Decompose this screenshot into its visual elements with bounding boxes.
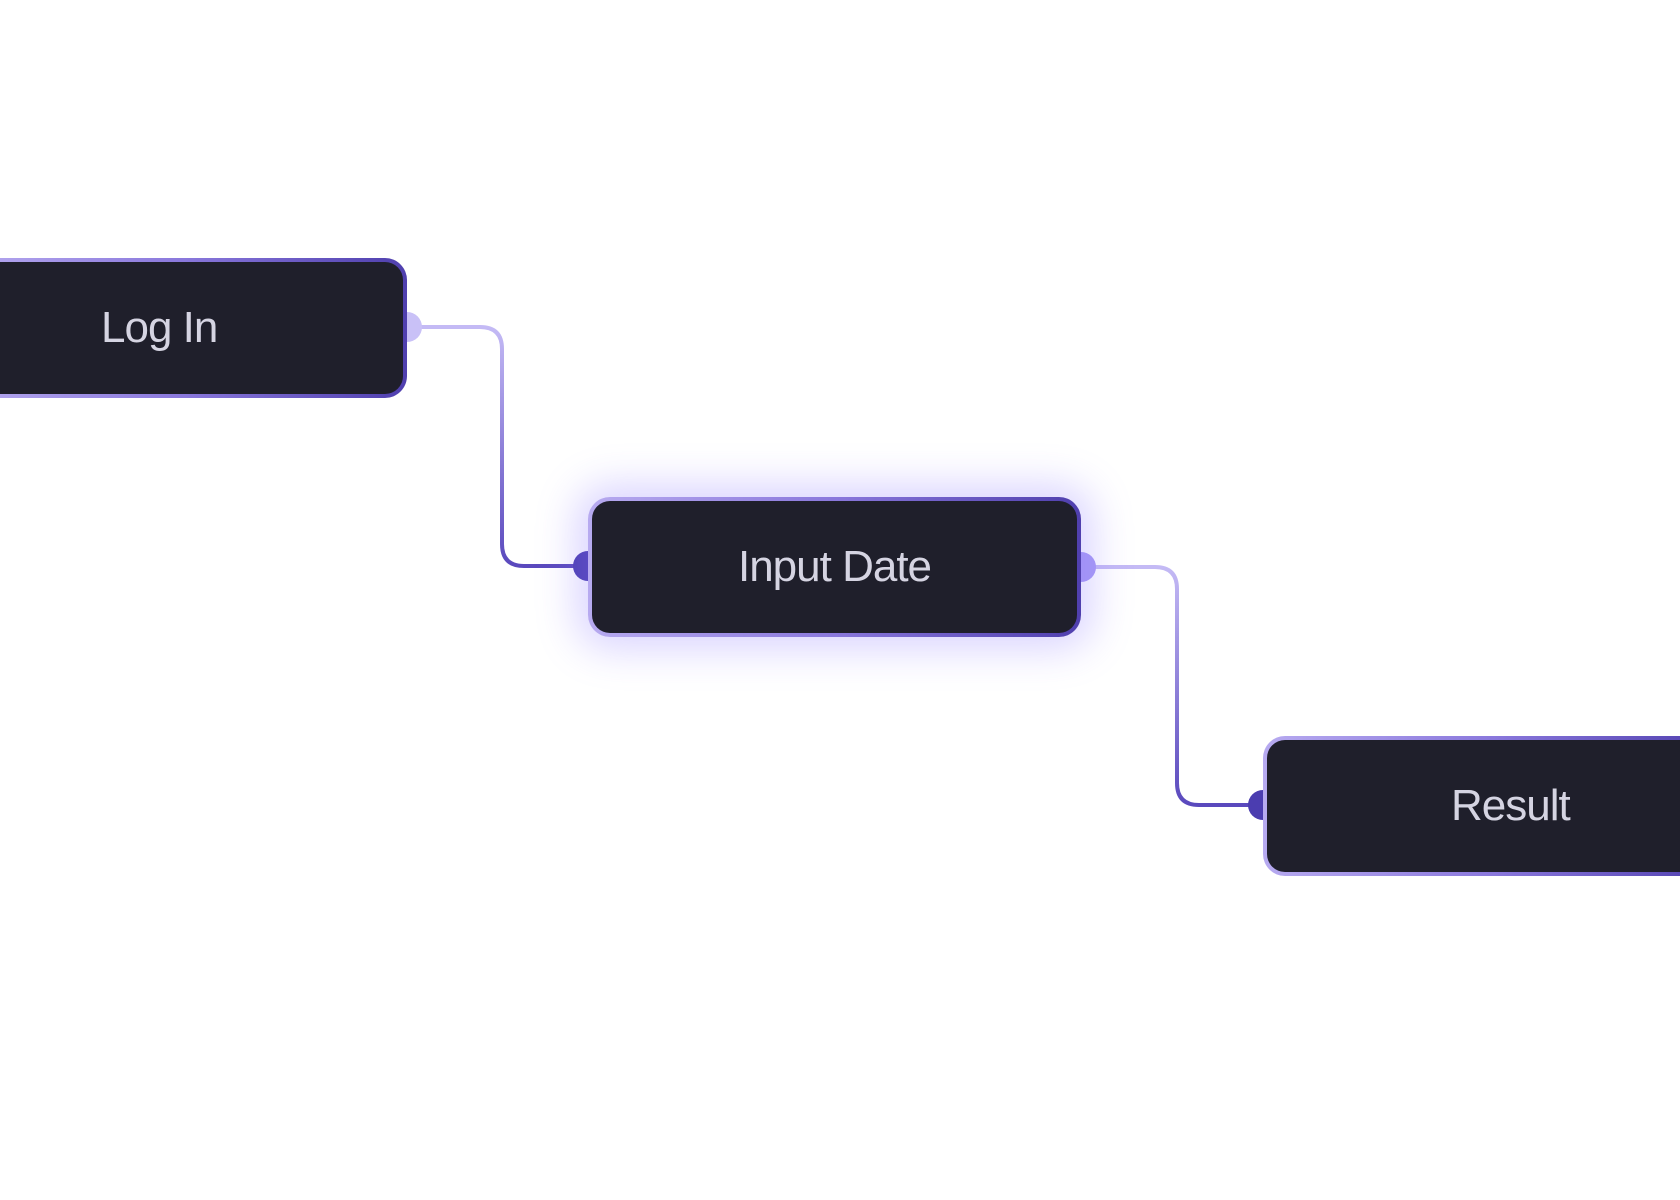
edge-input-to-result[interactable] (1090, 565, 1254, 807)
node-result-body: Result (1267, 740, 1680, 872)
node-input-date[interactable]: Input Date (588, 497, 1081, 637)
port-input-in[interactable] (573, 551, 588, 581)
port-result-in[interactable] (1248, 790, 1263, 820)
node-input-date-body: Input Date (592, 501, 1077, 633)
port-login-out[interactable] (407, 312, 422, 342)
node-result[interactable]: Result (1263, 736, 1680, 876)
node-log-in-label: Log In (101, 303, 218, 352)
node-log-in-body: Log In (0, 262, 403, 394)
edge-login-to-input[interactable] (412, 325, 578, 568)
node-input-date-label: Input Date (737, 542, 932, 591)
node-log-in[interactable]: Log In (0, 258, 407, 398)
node-result-label: Result (1451, 781, 1571, 830)
port-input-out[interactable] (1081, 552, 1096, 582)
